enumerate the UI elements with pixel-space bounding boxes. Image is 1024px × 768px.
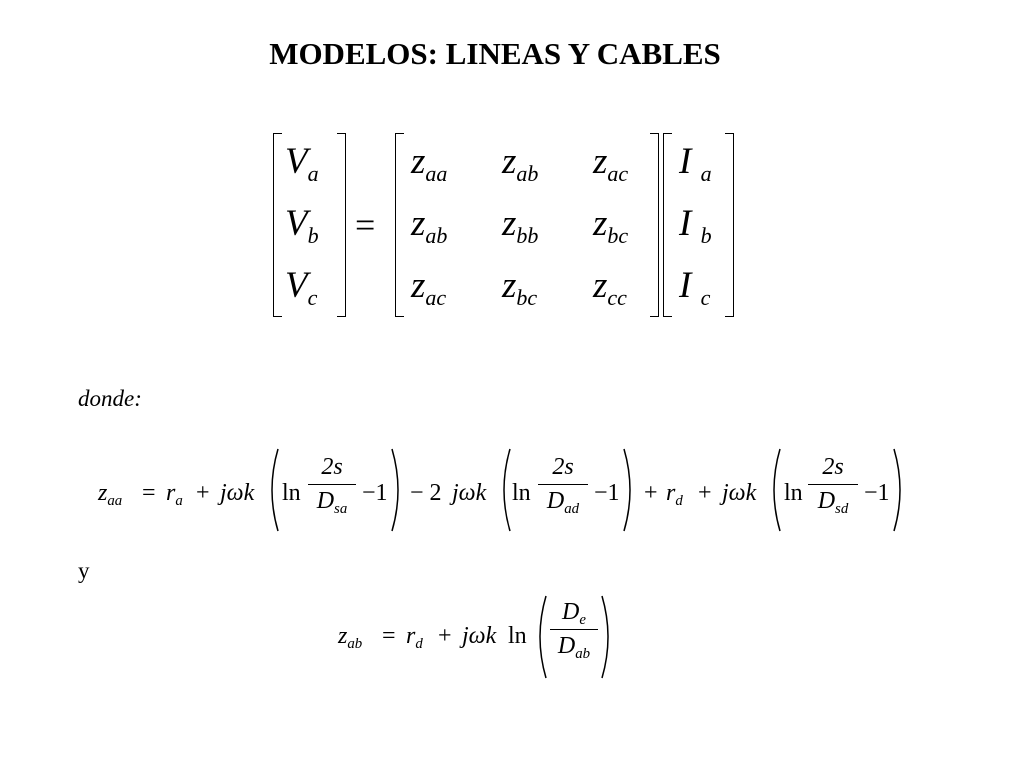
fraction-bar-zab [550, 629, 598, 630]
z-cell-2-1: zab [411, 203, 448, 248]
z-cell-2-2: zbb [502, 203, 539, 248]
donde-label: donde: [78, 386, 142, 411]
zab-plus: + [438, 623, 452, 649]
numerator-2: 2s [552, 454, 574, 480]
voltage-b: Vb [285, 203, 319, 248]
zaa-jwk-2: jωk [452, 480, 487, 506]
zab-equals: = [382, 623, 396, 649]
z-cell-3-3: zcc [593, 265, 627, 310]
z-cell-1-3: zac [593, 141, 629, 186]
zaa-plus-1: + [196, 480, 210, 506]
fraction-bar-3 [808, 484, 858, 485]
z-cell-1-1: zaa [411, 141, 448, 186]
left-paren-2 [496, 447, 512, 533]
z-cell-3-2: zbc [502, 265, 538, 310]
left-bracket-z [395, 133, 404, 317]
numerator-1: 2s [321, 454, 343, 480]
current-c: I c [679, 265, 711, 310]
page-title: MODELOS: LINEAS Y CABLES [269, 36, 721, 71]
left-paren-3 [766, 447, 782, 533]
current-b: I b [679, 203, 712, 248]
zaa-minus-one-1: −1 [362, 480, 388, 506]
denominator-2: Dad [546, 488, 580, 518]
denominator-1: Dsa [316, 488, 348, 518]
zaa-rd: rd [666, 480, 683, 510]
matrix-equation: Va Vb Vc = zaa zab zac zab zbb zbc zac z… [255, 133, 755, 319]
fraction-1: 2s Dsa [308, 454, 356, 518]
right-bracket-lhs [337, 133, 346, 317]
denominator-3: Dsd [817, 488, 849, 518]
zaa-minus-two: − 2 [410, 480, 442, 506]
zaa-lhs: zaa [98, 480, 123, 510]
fraction-zab: De Dab [550, 599, 598, 663]
right-paren-1 [390, 447, 406, 533]
zaa-minus-one-3: −1 [864, 480, 890, 506]
zab-lhs: zab [338, 623, 363, 653]
right-paren-zab [600, 594, 616, 680]
zaa-ra: ra [166, 480, 183, 510]
equals-sign: = [355, 205, 376, 245]
zaa-equals: = [142, 480, 156, 506]
z-cell-3-1: zac [411, 265, 447, 310]
denominator-zab: Dab [557, 633, 591, 663]
right-bracket-z [650, 133, 659, 317]
right-paren-3 [892, 447, 908, 533]
zaa-ln-1: ln [282, 480, 301, 506]
left-paren-1 [264, 447, 280, 533]
zaa-ln-2: ln [512, 480, 531, 506]
zab-rd: rd [406, 623, 423, 653]
zaa-plus-2: + [644, 480, 658, 506]
zab-jwk: jωk [462, 623, 497, 649]
zab-ln: ln [508, 623, 527, 649]
left-paren-zab [532, 594, 548, 680]
formula-zaa: zaa = ra + jωk ln 2s Dsa −1 − 2 jωk ln 2… [98, 445, 918, 540]
formula-zab: zab = rd + jωk ln De Dab [338, 592, 628, 687]
zaa-jwk-3: jωk [722, 480, 757, 506]
zaa-plus-3: + [698, 480, 712, 506]
zaa-ln-3: ln [784, 480, 803, 506]
current-a: I a [679, 141, 712, 186]
fraction-2: 2s Dad [538, 454, 588, 518]
fraction-3: 2s Dsd [808, 454, 858, 518]
z-cell-1-2: zab [502, 141, 539, 186]
zaa-minus-one-2: −1 [594, 480, 620, 506]
y-label: y [78, 558, 90, 583]
voltage-c: Vc [285, 265, 318, 310]
right-bracket-rhs [725, 133, 734, 317]
fraction-bar-1 [308, 484, 356, 485]
zaa-jwk-1: jωk [220, 480, 255, 506]
left-bracket-lhs [273, 133, 282, 317]
voltage-a: Va [285, 141, 319, 186]
z-cell-2-3: zbc [593, 203, 629, 248]
right-paren-2 [622, 447, 638, 533]
left-bracket-rhs [663, 133, 672, 317]
numerator-3: 2s [822, 454, 844, 480]
numerator-zab: De [562, 599, 586, 629]
fraction-bar-2 [538, 484, 588, 485]
